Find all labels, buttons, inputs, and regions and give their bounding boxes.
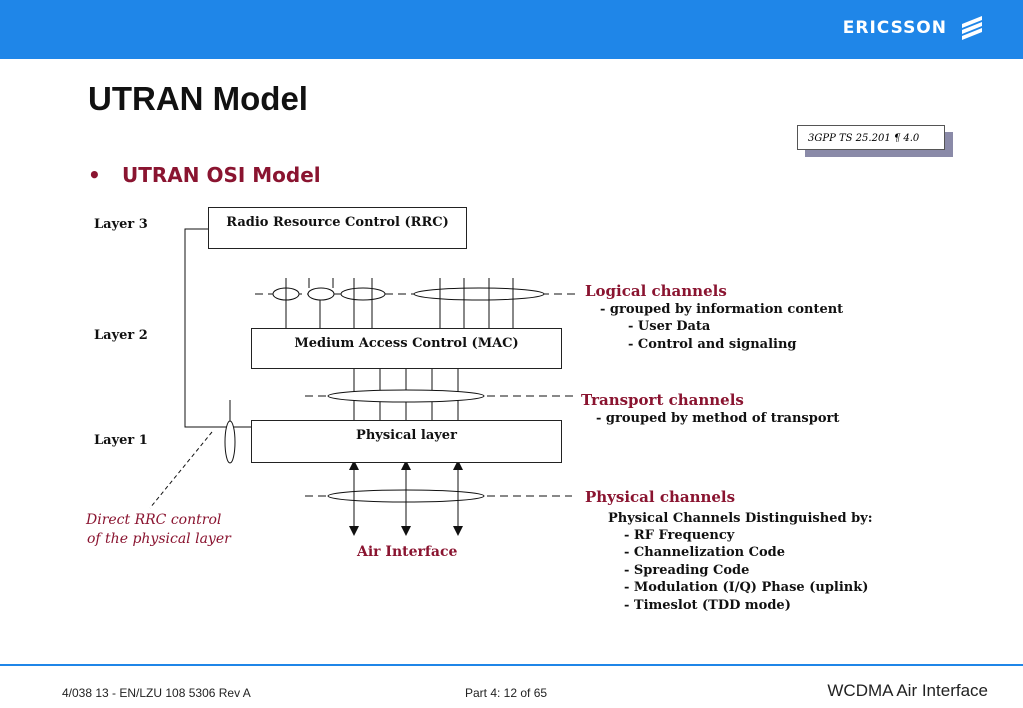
ericsson-logo: ERICSSON	[843, 14, 985, 42]
ericsson-logo-icon	[962, 16, 982, 40]
logical-line2: - User Data	[628, 319, 711, 334]
footer-page: Part 4: 12 of 65	[465, 686, 548, 700]
header-bar: ERICSSON	[0, 0, 1023, 59]
logical-sap-2	[307, 287, 335, 301]
bullet-marker: •	[88, 163, 101, 187]
physical-layer-box: Physical layer	[251, 420, 562, 463]
page-title: UTRAN Model	[88, 80, 308, 117]
physical-item: - Spreading Code	[624, 563, 750, 578]
brand-name: ERICSSON	[842, 18, 947, 38]
footer-doc-id: 4/038 13 - EN/LZU 108 5306 Rev A	[62, 686, 251, 700]
bullet-text: UTRAN OSI Model	[122, 163, 321, 187]
transport-channels-heading: Transport channels	[581, 391, 744, 409]
logical-sap-4	[413, 287, 545, 301]
logical-line3: - Control and signaling	[628, 337, 797, 352]
physical-channels-heading: Physical channels	[585, 488, 736, 506]
physical-item: - RF Frequency	[624, 528, 735, 543]
physical-item: - Timeslot (TDD mode)	[624, 598, 791, 613]
direct-control-pointer	[149, 431, 213, 509]
logical-line1: - grouped by information content	[600, 302, 844, 317]
physical-item: - Modulation (I/Q) Phase (uplink)	[624, 580, 869, 595]
footer-course: WCDMA Air Interface	[827, 681, 988, 700]
logical-sap-3	[340, 287, 386, 301]
layer2-label: Layer 2	[94, 328, 148, 343]
footer-divider	[0, 664, 1023, 666]
rrc-box: Radio Resource Control (RRC)	[208, 207, 467, 249]
air-interface-label: Air Interface	[357, 544, 458, 560]
logical-channels-heading: Logical channels	[585, 282, 727, 300]
reference-box: 3GPP TS 25.201 ¶ 4.0	[797, 125, 945, 150]
layer3-label: Layer 3	[94, 217, 148, 232]
direct-rrc-label-line2: of the physical layer	[87, 531, 231, 547]
physical-item: - Channelization Code	[624, 545, 785, 560]
physical-intro: Physical Channels Distinguished by:	[608, 511, 873, 526]
transport-sap	[327, 389, 485, 403]
direct-control-sap	[224, 420, 236, 464]
layer1-label: Layer 1	[94, 433, 148, 448]
transport-line1: - grouped by method of transport	[596, 411, 840, 426]
direct-rrc-label-line1: Direct RRC control	[86, 512, 222, 528]
rrc-control-line	[184, 228, 251, 428]
mac-box: Medium Access Control (MAC)	[251, 328, 562, 369]
